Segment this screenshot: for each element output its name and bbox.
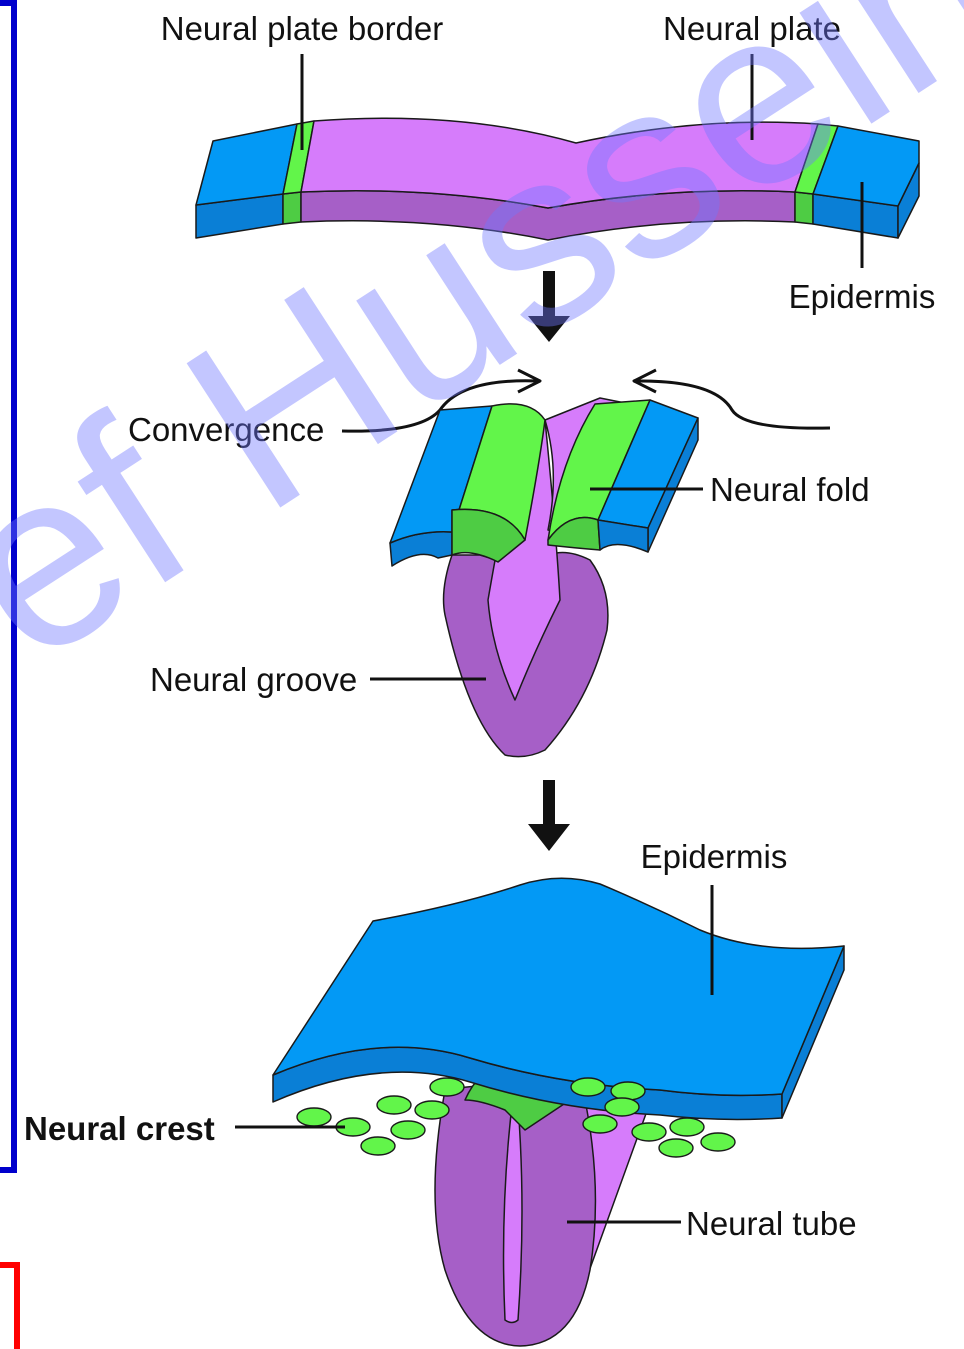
border-left-front bbox=[283, 192, 301, 224]
crest-cell bbox=[670, 1118, 704, 1136]
crest-cell bbox=[701, 1133, 735, 1151]
crest-cell bbox=[297, 1108, 331, 1126]
crest-cell bbox=[415, 1101, 449, 1119]
stage-neural-tube bbox=[273, 878, 844, 1346]
label-epidermis-top: Epidermis bbox=[789, 278, 936, 315]
crest-cell bbox=[659, 1139, 693, 1157]
crest-cell bbox=[430, 1078, 464, 1096]
crest-cell bbox=[361, 1137, 395, 1155]
crest-cell bbox=[377, 1096, 411, 1114]
label-epidermis-bottom: Epidermis bbox=[641, 838, 788, 875]
crest-cell bbox=[611, 1082, 645, 1100]
label-neural-groove: Neural groove bbox=[150, 661, 357, 698]
label-neural-plate-border: Neural plate border bbox=[161, 10, 444, 47]
crest-cell bbox=[571, 1078, 605, 1096]
crest-cell bbox=[632, 1123, 666, 1141]
crest-cell bbox=[391, 1121, 425, 1139]
label-neural-tube: Neural tube bbox=[686, 1205, 857, 1242]
label-neural-fold: Neural fold bbox=[710, 471, 870, 508]
red-frame bbox=[0, 1265, 17, 1349]
crest-cell bbox=[583, 1115, 617, 1133]
label-neural-crest: Neural crest bbox=[24, 1110, 215, 1147]
epidermis-left-top bbox=[196, 124, 297, 205]
down-arrow-2 bbox=[528, 780, 570, 851]
crest-cell bbox=[605, 1098, 639, 1116]
